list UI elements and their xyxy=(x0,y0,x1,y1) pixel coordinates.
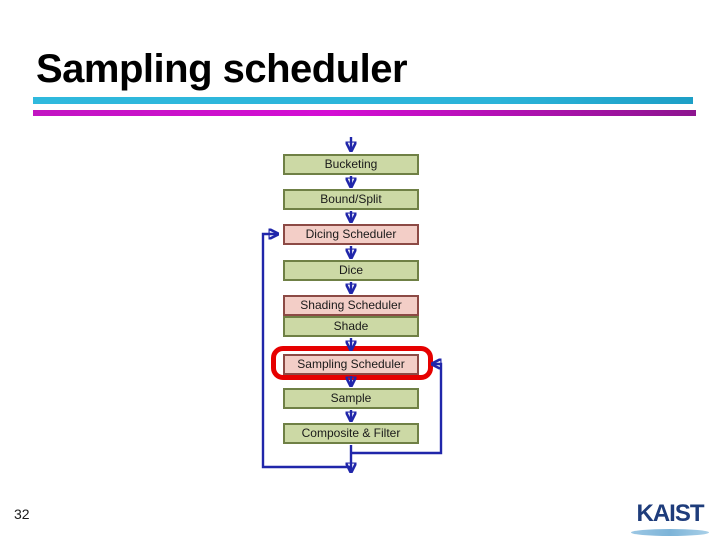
highlight-ring xyxy=(271,346,433,380)
kaist-logo-text: KAIST xyxy=(636,500,705,527)
flow-box-dice: Dice xyxy=(283,260,419,281)
title-rule-top xyxy=(33,97,693,104)
flow-box-bound-split: Bound/Split xyxy=(283,189,419,210)
kaist-logo-swoosh-icon xyxy=(631,529,709,536)
flow-box-shading-scheduler: Shading Scheduler xyxy=(283,295,419,316)
flow-box-sample: Sample xyxy=(283,388,419,409)
slide-title: Sampling scheduler xyxy=(36,47,408,91)
title-rule-bottom xyxy=(33,110,696,116)
flow-box-dicing-scheduler: Dicing Scheduler xyxy=(283,224,419,245)
flow-box-composite-filter: Composite & Filter xyxy=(283,423,419,444)
flow-box-bucketing: Bucketing xyxy=(283,154,419,175)
page-number: 32 xyxy=(14,506,30,522)
flow-box-shade: Shade xyxy=(283,316,419,337)
kaist-logo: KAIST xyxy=(630,500,710,536)
